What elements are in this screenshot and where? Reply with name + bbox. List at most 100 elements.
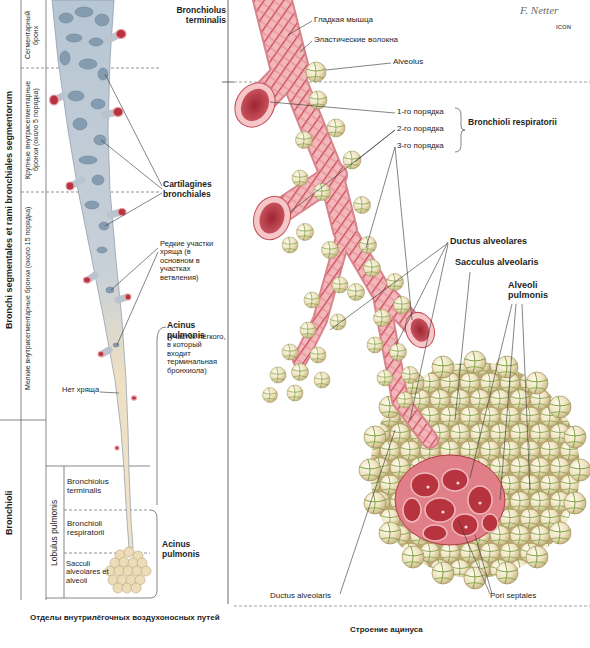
septal-pore: [426, 485, 429, 488]
cartilage-plate: [68, 91, 84, 101]
alveolus: [432, 356, 454, 378]
part-label: Acinus pulmonis: [162, 540, 224, 559]
sac-cut-surface: [395, 455, 505, 545]
alveolus: [377, 370, 393, 386]
cartilage-plate: [60, 51, 70, 65]
alveolus: [263, 388, 278, 403]
alveolus: [374, 310, 391, 327]
part-label: Ductus alveolares: [450, 236, 570, 246]
alveolus: [402, 546, 424, 568]
branch-opening: [84, 277, 91, 283]
cartilage-plate: [66, 34, 82, 42]
section-divider: [46, 466, 150, 467]
leader-line: [270, 102, 395, 113]
leader-line: [101, 140, 162, 189]
watermark: F. Netter: [520, 4, 586, 16]
cartilage-plate: [85, 201, 99, 209]
section-label: Сегментарный бронх: [24, 4, 40, 66]
cartilage-plate: [113, 343, 119, 347]
part-label: 3-го порядка: [397, 142, 457, 151]
leader-line: [455, 272, 470, 420]
alveolus-small: [119, 557, 129, 567]
leader-line: [111, 248, 158, 290]
bracket-tick: [222, 82, 234, 83]
alveolus: [287, 385, 303, 401]
leader-line: [326, 63, 391, 70]
leader-line: [470, 304, 512, 478]
section-divider: [64, 510, 150, 511]
part-label: Sacculi alveolares et alveoli: [66, 560, 110, 585]
leader-line: [366, 147, 395, 248]
alveolus: [297, 224, 314, 241]
cartilage-plate: [99, 222, 109, 230]
watermark: ICON: [556, 24, 588, 31]
septal-pore: [464, 525, 467, 528]
alveolus-cut: [411, 473, 439, 497]
bronchiole-lumen: [255, 199, 288, 237]
alveolus-cut: [423, 525, 447, 541]
panel-caption: Отделы внутрилёгочных воздухоносных путе…: [30, 614, 230, 623]
alveolus: [549, 396, 571, 418]
column-line: [46, 0, 47, 600]
alveolus: [564, 492, 586, 514]
alveolus: [367, 337, 383, 353]
leader-line: [410, 244, 448, 420]
leader-line: [117, 252, 158, 345]
alveolus: [364, 426, 386, 448]
alveolus: [270, 367, 286, 383]
part-label: Редкие участки хряща (в основном в участ…: [160, 240, 226, 282]
cartilage-plate: [73, 118, 87, 130]
section-label: Крупные внутрисегментарные бронхи (около…: [24, 71, 40, 189]
cartilage-plate: [97, 247, 107, 253]
alveolus: [332, 277, 348, 293]
alveolus: [402, 367, 419, 384]
cartilage-plate: [95, 14, 109, 26]
alveolus: [282, 344, 298, 360]
brace: [455, 108, 465, 152]
cartilage-plate: [59, 13, 73, 23]
part-label: Bronchioli respiratorii: [468, 118, 558, 128]
leader-line: [396, 242, 448, 345]
part-label: Pori septales: [490, 592, 580, 601]
part-label: Гладкая мышца: [314, 16, 414, 25]
leader-line: [340, 430, 395, 594]
bronchiole-lumen: [235, 84, 275, 126]
section-divider: [46, 598, 150, 599]
cartilage-plate: [94, 135, 106, 145]
part-label: Cartilagines bronchiales: [163, 180, 225, 199]
alveolus: [549, 522, 571, 544]
alveolus: [322, 242, 339, 259]
alveolus: [526, 372, 548, 394]
part-label: Ductus alveolaris: [270, 592, 370, 601]
part-label: Нет хряща: [62, 386, 110, 394]
alveolus: [496, 356, 518, 378]
alveolus: [282, 237, 298, 253]
alveolus: [364, 492, 386, 514]
alveolus: [569, 459, 590, 481]
alveolus-small: [114, 566, 124, 576]
leader-line: [522, 304, 530, 490]
cartilage-plate: [91, 99, 105, 109]
septal-pore: [456, 481, 459, 484]
branch-opening: [116, 30, 126, 39]
alveolus: [306, 62, 326, 82]
section-label: Мелкие внутрисегментарные бронхи (около …: [24, 196, 32, 401]
cartilage-plate: [89, 38, 103, 46]
section-label: Lobulus pulmonis: [50, 468, 60, 598]
leader-line: [105, 193, 162, 226]
section-label: Bronchioli: [4, 425, 14, 600]
bronchiole-tube: [345, 230, 416, 328]
leader-line: [475, 535, 492, 594]
alveolus-small: [131, 583, 141, 593]
bracket-line: [150, 510, 157, 598]
alveolus-cut: [442, 469, 468, 491]
leader-line: [288, 21, 312, 35]
leader-line: [105, 74, 162, 186]
alveolus: [496, 562, 518, 584]
alveolus: [564, 426, 586, 448]
alveolus: [304, 292, 320, 308]
alveolus: [330, 314, 346, 330]
branch-opening: [132, 396, 137, 400]
branch-opening: [98, 352, 104, 357]
